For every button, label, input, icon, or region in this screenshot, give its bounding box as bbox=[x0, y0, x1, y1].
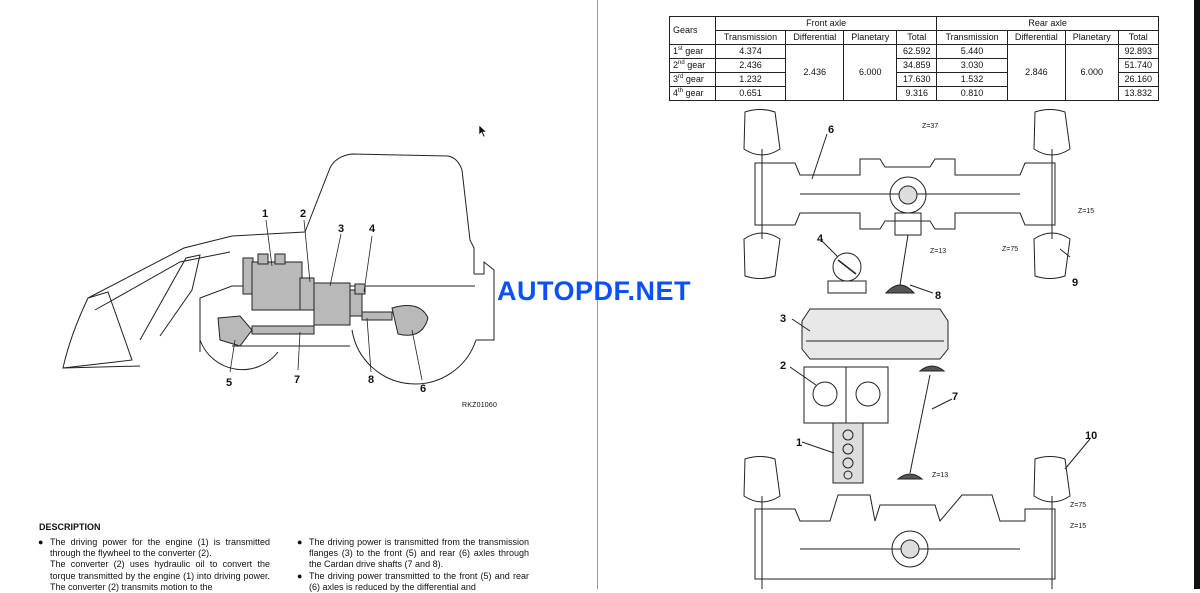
tooth-count-label: Z=15 bbox=[1070, 523, 1086, 530]
callout-label: 5 bbox=[226, 377, 232, 389]
table-cell: 51.740 bbox=[1117, 58, 1160, 73]
table-cell: 13.832 bbox=[1117, 86, 1160, 101]
table-cell: 3.030 bbox=[936, 58, 1008, 73]
gears-header: Gears bbox=[669, 16, 716, 45]
section-heading: DESCRIPTION bbox=[39, 522, 101, 532]
description-column: ● The driving power for the engine (1) i… bbox=[38, 537, 270, 593]
callout-label: 3 bbox=[338, 223, 344, 235]
callout-label: 2 bbox=[300, 208, 306, 220]
paragraph: The driving power for the engine (1) is … bbox=[50, 537, 270, 559]
bullet-icon: ● bbox=[38, 537, 44, 547]
callout-label: 7 bbox=[952, 391, 958, 403]
tooth-count-label: Z=75 bbox=[1002, 246, 1018, 253]
table-cell: 2.846 bbox=[1006, 44, 1066, 101]
tooth-count-label: Z=13 bbox=[930, 248, 946, 255]
bullet-item: The converter (2) uses hydraulic oil to … bbox=[38, 559, 270, 593]
table-cell: 62.592 bbox=[896, 44, 938, 59]
loader-side-view-diagram: 1 2 3 4 5 7 8 6 bbox=[62, 153, 495, 395]
callout-label: 4 bbox=[817, 233, 824, 245]
callout-label: 3 bbox=[780, 313, 786, 325]
gear-cell: 3rd gear bbox=[669, 72, 716, 87]
gear-cell: 1st gear bbox=[669, 44, 716, 59]
callout-label: 7 bbox=[294, 374, 300, 386]
column-header: Transmission bbox=[714, 30, 787, 45]
tooth-count-label: Z=13 bbox=[932, 472, 948, 479]
table-cell: 2.436 bbox=[714, 58, 787, 73]
description-column: ● The driving power is transmitted from … bbox=[297, 537, 529, 593]
table-row: 1st gear 4.374 2.436 6.000 62.592 5.440 … bbox=[669, 44, 1160, 101]
table-cell: 9.316 bbox=[896, 86, 938, 101]
gear-ratio-table: Gears Front axle Rear axle Transmission … bbox=[669, 16, 1160, 101]
left-page: 1 2 3 4 5 7 8 6 RKZ01060 DESCRIPTION ● T… bbox=[0, 0, 597, 592]
table-cell: 0.651 bbox=[714, 86, 787, 101]
table-cell: 17.630 bbox=[896, 72, 938, 87]
callout-label: 8 bbox=[368, 374, 374, 386]
table-row: 2nd gear 2.436 34.859 3.030 51.740 bbox=[669, 58, 1160, 73]
mouse-pointer-icon bbox=[478, 124, 488, 138]
rear-axle-header: Rear axle bbox=[936, 16, 1159, 31]
paragraph: The driving power transmitted to the fro… bbox=[309, 570, 529, 592]
table-cell: 1.532 bbox=[936, 72, 1008, 87]
column-header: Planetary bbox=[843, 30, 898, 45]
bullet-icon: ● bbox=[297, 570, 303, 581]
callout-label: 2 bbox=[780, 360, 786, 372]
column-header: Total bbox=[1117, 30, 1160, 45]
figure-code: RKZ01060 bbox=[462, 402, 498, 409]
paragraph: The driving power is transmitted from th… bbox=[309, 537, 529, 570]
bullet-item: ● The driving power for the engine (1) i… bbox=[38, 537, 270, 559]
table-cell: 0.810 bbox=[936, 86, 1008, 101]
gear-cell: 4th gear bbox=[669, 86, 716, 101]
callout-label: 8 bbox=[935, 290, 941, 302]
table-cell: 26.160 bbox=[1117, 72, 1160, 87]
tooth-count-label: Z=37 bbox=[922, 123, 938, 130]
callout-label: 1 bbox=[262, 208, 268, 220]
bullet-item: ● The driving power is transmitted from … bbox=[297, 537, 529, 571]
tooth-count-label: Z=75 bbox=[1070, 502, 1086, 509]
binding-edge bbox=[1194, 0, 1200, 589]
callout-label: 6 bbox=[828, 124, 834, 136]
column-header: Total bbox=[896, 30, 938, 45]
front-axle-header: Front axle bbox=[714, 16, 938, 31]
table-cell: 2.436 bbox=[785, 44, 845, 101]
table-row: 3rd gear 1.232 17.630 1.532 26.160 bbox=[669, 72, 1160, 87]
callout-label: 10 bbox=[1085, 430, 1097, 442]
table-cell: 6.000 bbox=[843, 44, 898, 101]
paragraph: The converter (2) uses hydraulic oil to … bbox=[50, 559, 270, 592]
table-cell: 6.000 bbox=[1064, 44, 1119, 101]
column-header: Differential bbox=[785, 30, 845, 45]
column-header: Differential bbox=[1006, 30, 1066, 45]
watermark: AUTOPDF.NET bbox=[497, 276, 692, 306]
callout-label: 1 bbox=[796, 437, 802, 449]
callout-label: 6 bbox=[420, 383, 426, 395]
table-cell: 4.374 bbox=[714, 44, 787, 59]
bullet-item: ● The driving power transmitted to the f… bbox=[297, 571, 529, 593]
table-cell: 34.859 bbox=[896, 58, 938, 73]
tooth-count-label: Z=15 bbox=[1078, 208, 1094, 215]
page-divider bbox=[597, 0, 598, 589]
table-cell: 92.893 bbox=[1117, 44, 1160, 59]
gear-cell: 2nd gear bbox=[669, 58, 716, 73]
column-header: Planetary bbox=[1064, 30, 1119, 45]
table-cell: 5.440 bbox=[936, 44, 1008, 59]
bullet-icon: ● bbox=[297, 537, 303, 547]
table-cell: 1.232 bbox=[714, 72, 787, 87]
drivetrain-schematic-diagram: 6 4 8 9 3 2 7 1 10 Z=37 Z=13 Z=15 Z=75 Z… bbox=[743, 109, 1097, 589]
callout-label: 4 bbox=[369, 223, 376, 235]
callout-label: 9 bbox=[1072, 277, 1078, 289]
column-header: Transmission bbox=[936, 30, 1008, 45]
table-row: 4th gear 0.651 9.316 0.810 13.832 bbox=[669, 86, 1160, 101]
